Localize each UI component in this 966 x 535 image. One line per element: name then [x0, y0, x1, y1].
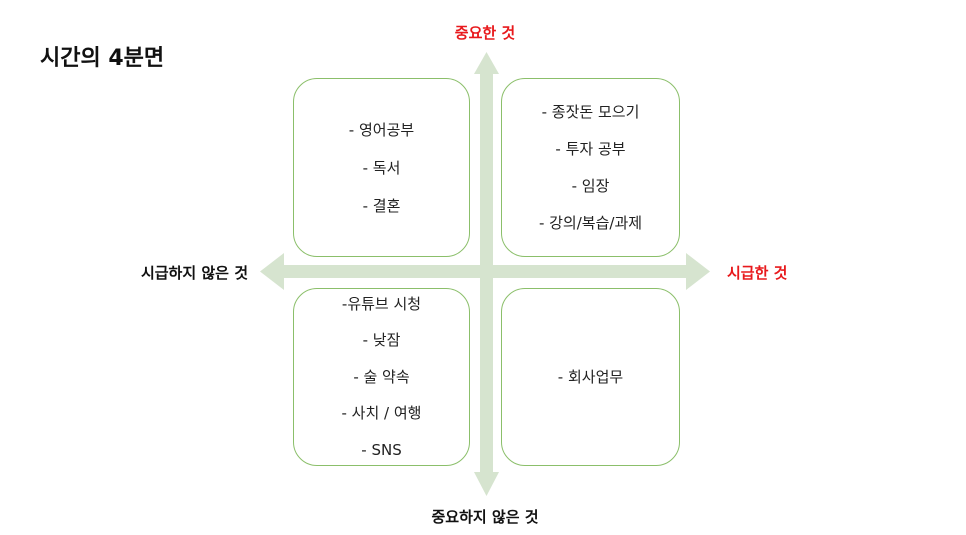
- axis-label-not-important: 중요하지 않은 것: [431, 508, 539, 526]
- quadrant-item: - 사치 / 여행: [341, 404, 422, 423]
- axis-label-not-urgent: 시급하지 않은 것: [140, 264, 248, 282]
- left-arrow-head: [260, 253, 284, 290]
- quadrant-item: - SNS: [361, 440, 402, 459]
- quadrant-item: - 독서: [362, 158, 401, 177]
- quadrant-important-urgent: - 종잣돈 모으기 - 투자 공부 - 임장 - 강의/복습/과제: [501, 78, 680, 257]
- axis-label-important: 중요한 것: [454, 24, 516, 42]
- quadrant-item: - 종잣돈 모으기: [541, 102, 640, 121]
- horizontal-axis-shaft: [282, 265, 690, 278]
- quadrant-not-important-urgent: - 회사업무: [501, 288, 680, 466]
- quadrant-item: - 강의/복습/과제: [538, 213, 643, 232]
- quadrant-item: - 투자 공부: [555, 139, 626, 158]
- quadrant-item: - 회사업무: [557, 367, 624, 386]
- quadrant-item: - 술 약속: [353, 367, 410, 386]
- right-arrow-head: [686, 253, 710, 290]
- quadrant-item: - 낮잠: [362, 331, 401, 350]
- page-title: 시간의 4분면: [40, 46, 165, 71]
- down-arrow-head: [474, 472, 499, 496]
- quadrant-not-important-not-urgent: -유튜브 시청 - 낮잠 - 술 약속 - 사치 / 여행 - SNS: [293, 288, 470, 466]
- quadrant-item: -유튜브 시청: [341, 294, 422, 313]
- quadrant-item: - 결혼: [362, 196, 401, 215]
- quadrant-item: - 영어공부: [348, 120, 415, 139]
- quadrant-item: - 임장: [571, 176, 610, 195]
- quadrant-important-not-urgent: - 영어공부 - 독서 - 결혼: [293, 78, 470, 257]
- axis-label-urgent: 시급한 것: [727, 264, 788, 282]
- horizontal-axis-arrow: [260, 253, 710, 290]
- up-arrow-head: [474, 52, 499, 74]
